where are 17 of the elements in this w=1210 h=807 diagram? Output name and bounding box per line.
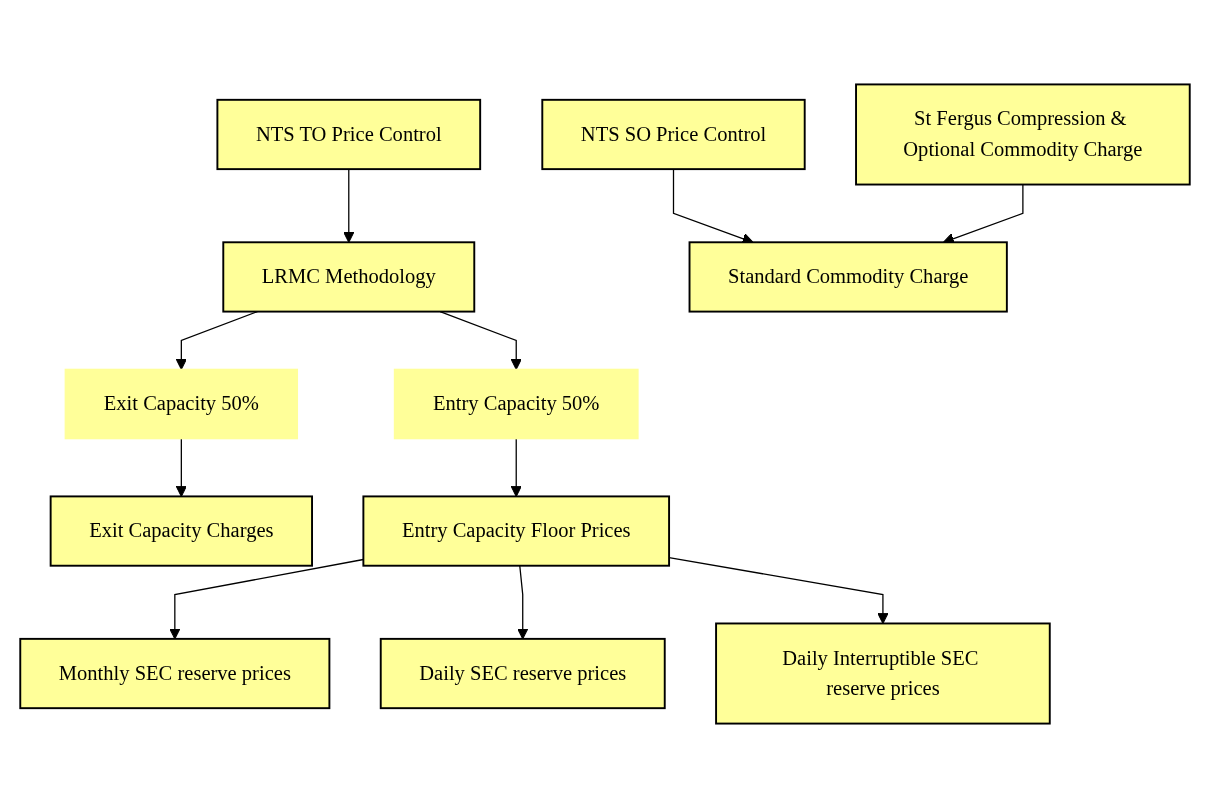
node-box: LRMC Methodology xyxy=(222,240,476,313)
arrow xyxy=(343,168,355,243)
arrow xyxy=(175,437,187,497)
node-box: Entry Capacity 50% xyxy=(393,368,639,439)
node-box: Standard Commodity Charge xyxy=(688,240,1008,313)
node-box: Exit Capacity 50% xyxy=(64,368,299,439)
node-box: Daily Interruptible SEC reserve prices xyxy=(715,622,1051,725)
node-box: Daily SEC reserve prices xyxy=(379,637,666,709)
node-box: Monthly SEC reserve prices xyxy=(19,637,331,709)
arrow xyxy=(517,564,529,639)
node-box: Exit Capacity Charges xyxy=(49,494,313,567)
node-box: NTS SO Price Control xyxy=(541,98,806,170)
arrow xyxy=(169,558,364,639)
arrow xyxy=(510,437,522,497)
node-box: Entry Capacity Floor Prices xyxy=(362,494,671,567)
node-box: St Fergus Compression & Optional Commodity Charge xyxy=(855,82,1191,185)
node-box: NTS TO Price Control xyxy=(216,98,482,170)
